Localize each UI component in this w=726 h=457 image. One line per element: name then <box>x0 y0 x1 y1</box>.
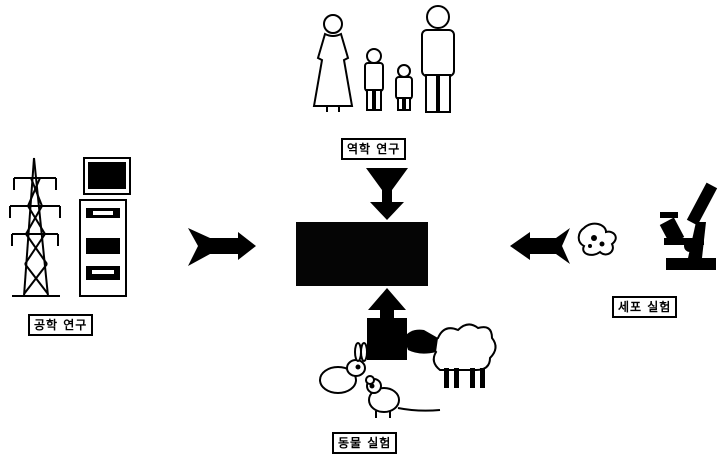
arrow-up-icon <box>367 288 407 360</box>
epidemiology-label: 역학 연구 <box>341 138 407 160</box>
arrow-right-icon <box>188 228 256 266</box>
woman-figure <box>312 14 354 112</box>
engineering-label: 공학 연구 <box>28 314 94 336</box>
computer-icon <box>79 157 131 297</box>
cell-icon <box>577 222 617 256</box>
arrow-down-icon <box>366 168 408 220</box>
mouse-icon <box>365 375 441 418</box>
sheep-icon <box>404 323 497 388</box>
cell-experiment-label: 세포 실험 <box>612 296 678 318</box>
boy-figure <box>364 48 384 111</box>
family-icon <box>312 5 455 113</box>
man-figure <box>421 5 455 113</box>
power-tower-icon <box>9 157 61 297</box>
child-figure <box>395 64 413 111</box>
microscope-icon <box>659 182 718 270</box>
center-box <box>296 222 428 286</box>
rabbit-icon <box>319 342 368 394</box>
arrow-left-icon <box>510 228 570 264</box>
animal-experiment-label: 동물 실험 <box>332 432 398 454</box>
